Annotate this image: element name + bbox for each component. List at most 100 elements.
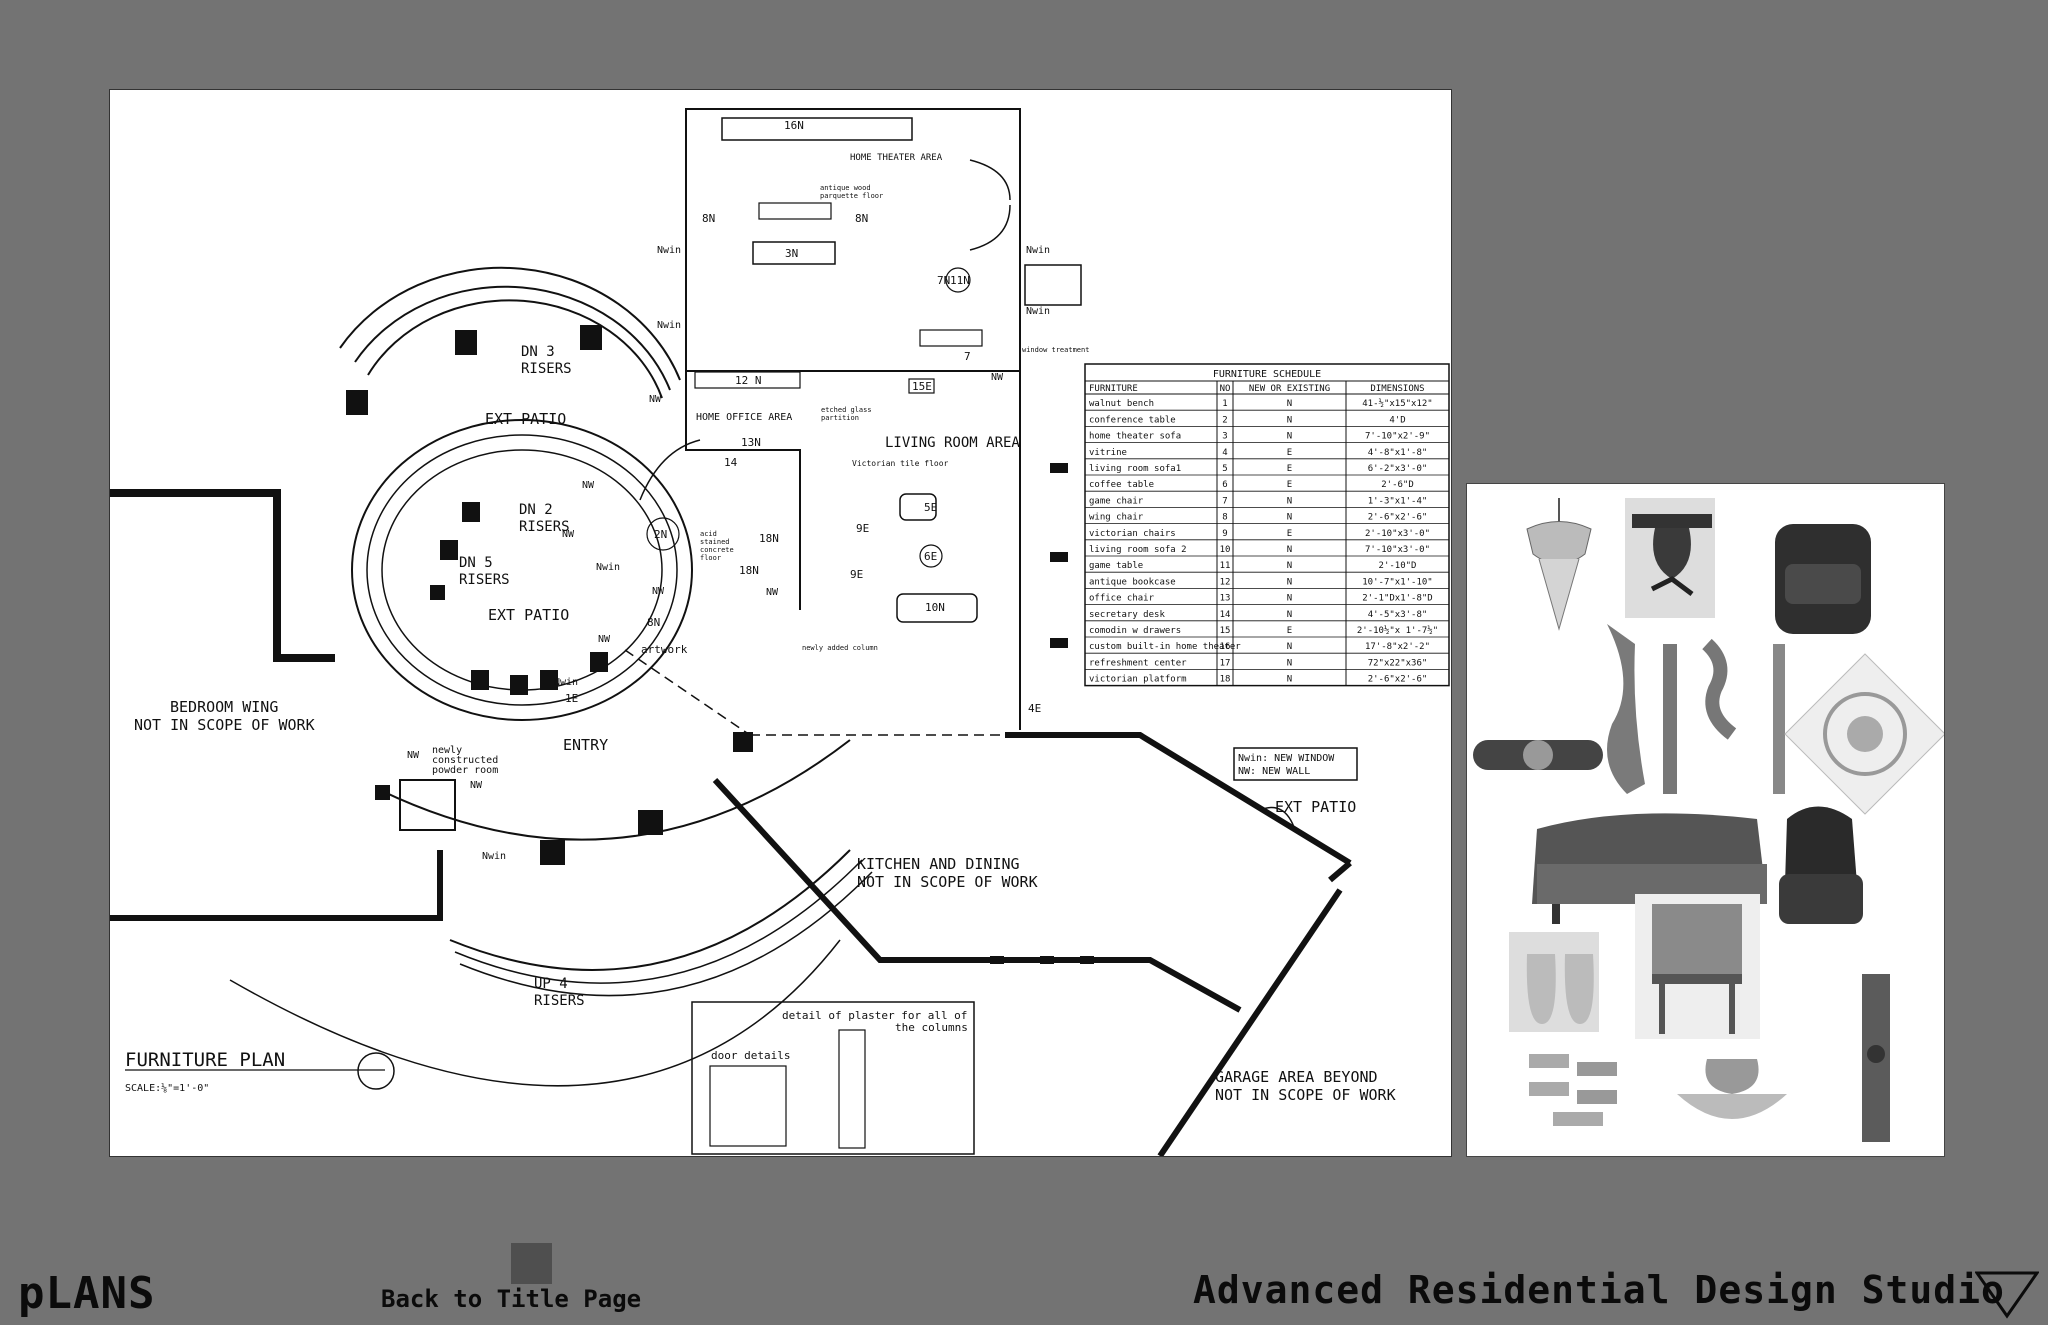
label-bedroom-2: NOT IN SCOPE OF WORK [134, 716, 315, 734]
kitchen-wall-north [1005, 732, 1352, 866]
label-powder-3: powder room [432, 765, 498, 776]
schedule-cell: E [1287, 480, 1292, 490]
detail-box [691, 1001, 975, 1155]
label-kitchen-1: KITCHEN AND DINING [857, 855, 1020, 873]
triangle-down-icon[interactable] [1975, 1270, 2039, 1320]
schedule-cell: N [1287, 496, 1292, 506]
section-title: pLANS [18, 1268, 156, 1319]
mark-nw-3: NW [652, 586, 665, 597]
mark-nw-7: NW [407, 750, 420, 761]
schedule-cell: victorian chairs [1089, 529, 1176, 539]
schedule-cell: home theater sofa [1089, 432, 1181, 442]
mark-nwin-7: Nwin [482, 851, 506, 862]
drawer-pull-image [1473, 740, 1603, 770]
back-nav-square-icon[interactable] [511, 1243, 552, 1284]
schedule-cell: vitrine [1089, 448, 1127, 458]
legend-new-wall: NW: NEW WALL [1238, 766, 1310, 777]
tag-11n: 11N [950, 274, 970, 287]
schedule-cell: 17 [1220, 658, 1231, 668]
schedule-cell: 2'-10½"x 1'-7½" [1357, 625, 1438, 636]
schedule-title: FURNITURE SCHEDULE [1213, 369, 1321, 380]
tag-15e: 15E [912, 380, 932, 393]
schedule-cell: game chair [1089, 496, 1144, 506]
mark-nw-6: NW [991, 372, 1004, 383]
wing-chair-image [1779, 806, 1863, 924]
decanters-image [1509, 932, 1599, 1032]
label-acid-4: floor [700, 554, 721, 562]
schedule-cell: 3 [1222, 432, 1227, 442]
label-bedroom-1: BEDROOM WING [170, 698, 278, 716]
schedule-cell: living room sofa 2 [1089, 545, 1187, 555]
mark-nwin-6: Nwin [554, 677, 578, 688]
label-door-details: door details [711, 1049, 790, 1062]
back-to-title-link[interactable]: Back to Title Page [381, 1285, 642, 1313]
label-up4-1: UP 4 [534, 976, 568, 992]
baluster-image [1663, 638, 1785, 794]
schedule-cell: 2'-10"D [1379, 561, 1417, 571]
label-parquette-2: parquette floor [820, 192, 883, 200]
schedule-cell: 15 [1220, 626, 1231, 636]
schedule-cell: E [1287, 448, 1292, 458]
schedule-cell: 5 [1222, 464, 1227, 474]
schedule-cell: 72"x22"x36" [1368, 658, 1428, 668]
tag-8n-b: 8N [855, 212, 868, 225]
moldings-image [1529, 1054, 1617, 1126]
label-garage-2: NOT IN SCOPE OF WORK [1215, 1086, 1396, 1104]
schedule-cell: 13 [1220, 594, 1231, 604]
kitchen-wall-south [712, 777, 1242, 1013]
schedule-cell: 4 [1222, 448, 1227, 458]
schedule-cell: walnut bench [1089, 399, 1154, 409]
tag-10n: 10N [925, 601, 945, 614]
label-acid-3: concrete [700, 546, 734, 554]
schedule-cell: 14 [1220, 610, 1231, 620]
label-entry: ENTRY [563, 736, 608, 754]
plan-scale: SCALE:⅛"=1'-0" [125, 1082, 209, 1094]
studio-name: Advanced Residential Design Studio [1193, 1268, 2005, 1312]
tag-14: 14 [724, 456, 738, 469]
mark-nw-9: NW [562, 529, 575, 540]
schedule-cell: antique bookcase [1089, 577, 1176, 587]
bedroom-wing-wall [110, 489, 335, 662]
schedule-cell: 16 [1220, 642, 1231, 652]
label-home-theater: HOME THEATER AREA [850, 153, 943, 163]
tag-8n-c: 8N [647, 616, 660, 629]
schedule-cell: N [1287, 658, 1292, 668]
washbasin-image [1677, 1059, 1787, 1119]
schedule-cell: 7'-10"x3'-0" [1365, 545, 1430, 555]
mark-nw-1: NW [649, 394, 662, 405]
tag-8n-a: 8N [702, 212, 715, 225]
mark-nw-4: NW [598, 634, 611, 645]
chandelier-image [1526, 498, 1592, 631]
schedule-cell: E [1287, 626, 1292, 636]
schedule-cell: living room sofa1 [1089, 464, 1181, 474]
schedule-cell: E [1287, 464, 1292, 474]
garage-wall [1157, 888, 1343, 1158]
schedule-cell: custom built-in home theater [1089, 642, 1241, 652]
schedule-cell: N [1287, 594, 1292, 604]
schedule-cell: 1 [1222, 399, 1227, 409]
plan-svg: HOME THEATER AREA antique wood parquette… [110, 108, 1450, 1158]
tag-6e: 6E [924, 550, 937, 563]
schedule-header: NO [1220, 384, 1231, 394]
schedule-cell: E [1287, 529, 1292, 539]
label-dn2-2: RISERS [519, 519, 570, 535]
mark-nw-2: NW [582, 480, 595, 491]
bedroom-wing-wall-lower [110, 850, 443, 921]
schedule-cell: 4'-5"x3'-8" [1368, 610, 1428, 620]
label-newly-column: newly added column [802, 644, 878, 652]
label-plaster-2: the columns [895, 1021, 968, 1034]
label-dn5-2: RISERS [459, 572, 510, 588]
schedule-cell: 10'-7"x1'-10" [1362, 577, 1432, 587]
schedule-cell: 2'-6"D [1381, 480, 1414, 490]
schedule-cell: 7 [1222, 496, 1227, 506]
label-etched-2: partition [821, 414, 859, 422]
label-parquette-1: antique wood [820, 184, 871, 192]
schedule-header: NEW OR EXISTING [1249, 384, 1330, 394]
tag-7-b: 7 [964, 350, 971, 363]
label-powder-2: constructed [432, 755, 498, 766]
mark-nw-5: NW [766, 587, 779, 598]
mark-nwin-5: Nwin [596, 562, 620, 573]
schedule-cell: N [1287, 513, 1292, 523]
schedule-cell: 11 [1220, 561, 1231, 571]
